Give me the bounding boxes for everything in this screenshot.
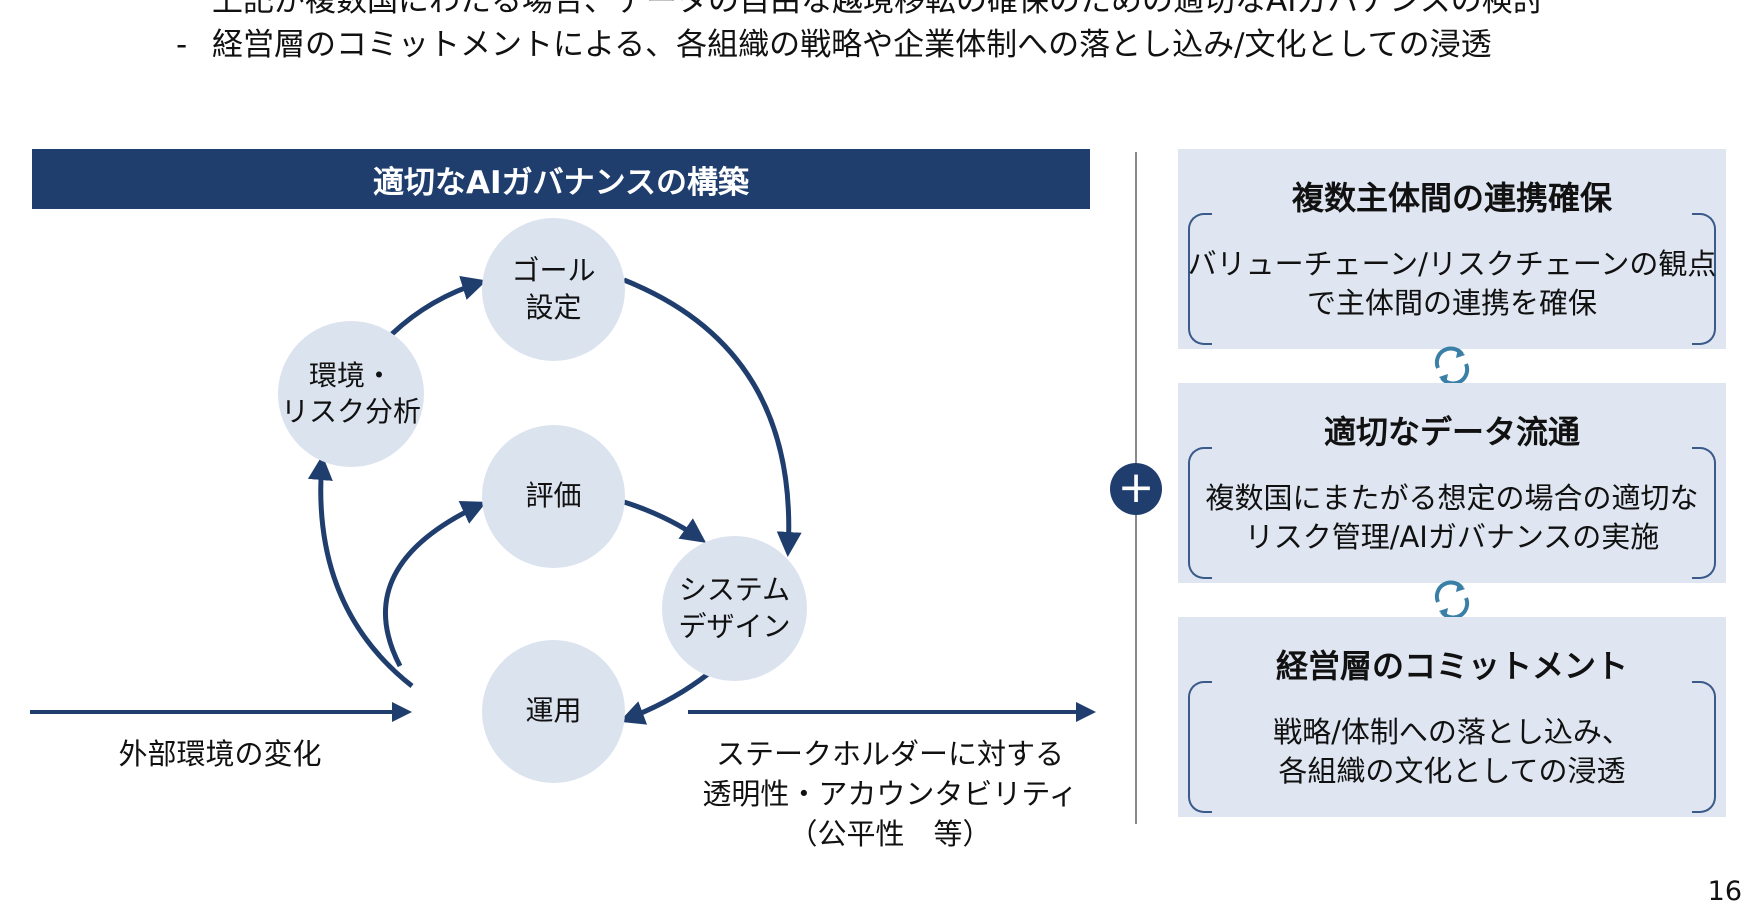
bracket-right: [1692, 213, 1716, 345]
cycle-node-ops: 運用: [482, 640, 625, 783]
arrow-eval-to-system: [623, 499, 707, 543]
bullet-text: 上記が複数国にわたる場合、データの自由な越境移転の確保のための適切なAIガバナン…: [212, 0, 1544, 19]
bracket-right: [1692, 447, 1716, 579]
bullet-item: 上記が複数国にわたる場合、データの自由な越境移転の確保のための適切なAIガバナン…: [212, 0, 1544, 17]
panel-body: バリューチェーン/リスクチェーンの観点 で主体間の連携を確保: [1187, 247, 1717, 321]
cycle-node-system: システム デザイン: [662, 536, 807, 681]
cycle-title-banner: 適切なAIガバナンスの構築: [32, 149, 1090, 209]
panel-data-flow: 適切なデータ流通 複数国にまたがる想定の場合の適切な リスク管理/AIガバナンス…: [1178, 383, 1726, 583]
panel-body: 戦略/体制への落とし込み、 各組織の文化としての浸透: [1273, 715, 1631, 789]
stakeholder-label: ステークホルダーに対する 透明性・アカウンタビリティ （公平性 等）: [702, 737, 1078, 852]
bracket-left: [1188, 681, 1212, 813]
arrow-goal-to-system: [623, 277, 802, 557]
panel-body: 複数国にまたがる想定の場合の適切な リスク管理/AIガバナンスの実施: [1205, 481, 1699, 555]
external-change-label: 外部環境の変化: [118, 737, 322, 771]
bracket-left: [1188, 213, 1212, 345]
plus-icon: +: [1110, 463, 1162, 515]
page-number: 16: [1707, 876, 1742, 907]
arrow-ops-to-env: [307, 455, 414, 688]
arrow-system-to-ops: [619, 672, 710, 725]
bullet-dash: -: [176, 27, 188, 63]
cycle-icon: [1434, 346, 1470, 386]
cycle-node-eval: 評価: [482, 425, 625, 568]
panel-title: 適切なデータ流通: [1323, 413, 1580, 451]
panel-management-commitment: 経営層のコミットメント 戦略/体制への落とし込み、 各組織の文化としての浸透: [1178, 617, 1726, 817]
cycle-node-goal: ゴール 設定: [482, 218, 625, 361]
arrow-env-to-goal: [390, 275, 487, 336]
bracket-left: [1188, 447, 1212, 579]
bullet-item: -経営層のコミットメントによる、各組織の戦略や企業体制への落とし込み/文化として…: [176, 30, 1492, 61]
cycle-icon: [1434, 580, 1470, 620]
bullet-text: 経営層のコミットメントによる、各組織の戦略や企業体制への落とし込み/文化としての…: [212, 27, 1492, 63]
panel-collaboration: 複数主体間の連携確保 バリューチェーン/リスクチェーンの観点 で主体間の連携を確…: [1178, 149, 1726, 349]
panel-title: 複数主体間の連携確保: [1291, 179, 1612, 217]
bracket-right: [1692, 681, 1716, 813]
arrow-ops-to-eval: [383, 501, 487, 668]
cycle-node-env: 環境・ リスク分析: [278, 321, 424, 467]
panel-title: 経営層のコミットメント: [1275, 647, 1628, 685]
